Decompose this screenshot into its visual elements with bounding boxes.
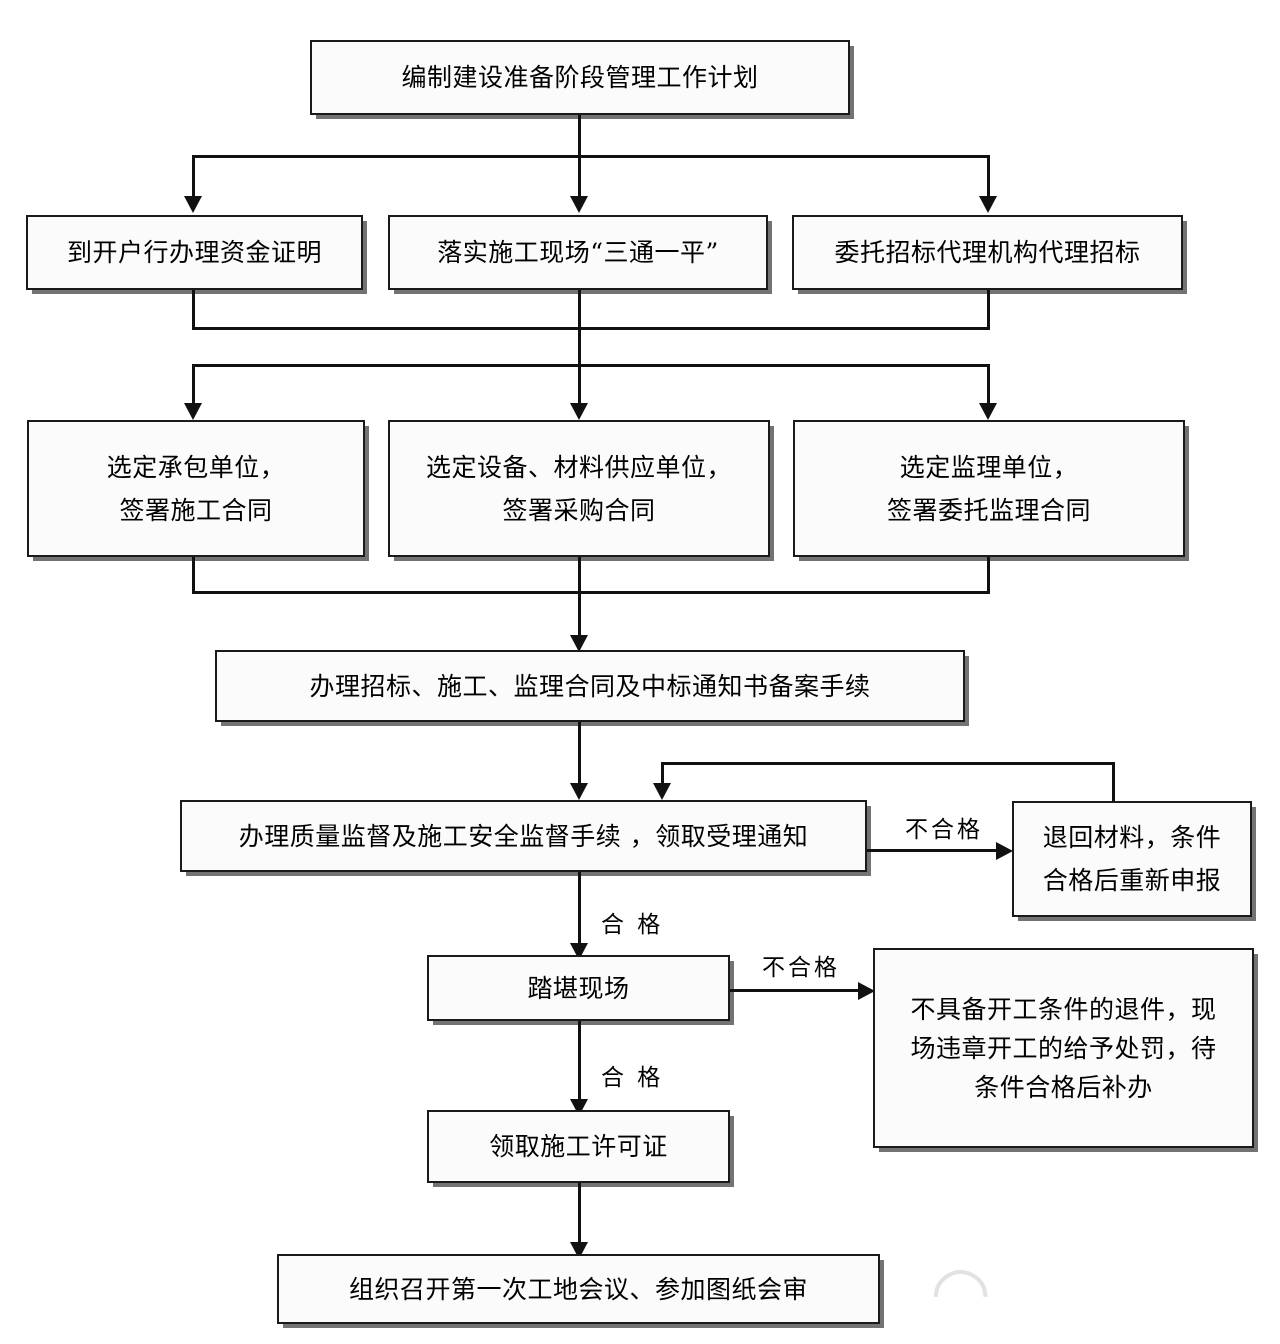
- node-supplier-label-2: 签署采购合同: [502, 495, 656, 525]
- edge-supplier-down: [578, 557, 581, 594]
- edge-contract-filing-down: [578, 722, 581, 784]
- edge-plan-down: [578, 115, 581, 157]
- node-plan-label: 编制建设准备阶段管理工作计划: [401, 63, 759, 92]
- arrow-to-tender-agency: [979, 196, 997, 213]
- edge-return-loop-up: [1112, 762, 1115, 802]
- arrow-to-contractor: [184, 403, 202, 420]
- edge-site-survey-to-permit: [578, 1021, 581, 1100]
- node-fund-certificate: 到开户行办理资金证明: [26, 215, 363, 290]
- edge-fanout3-center: [578, 364, 581, 404]
- node-penalty-label-2: 场违章开工的给予处罚，待: [910, 1033, 1217, 1063]
- node-supplier-label-1: 选定设备、材料供应单位，: [425, 452, 732, 482]
- node-penalty-label-3: 条件合格后补办: [974, 1072, 1153, 1102]
- node-fund-certificate-label: 到开户行办理资金证明: [66, 238, 322, 267]
- node-first-meeting: 组织召开第一次工地会议、参加图纸会审: [277, 1254, 880, 1324]
- edge-merge-to-contract-filing: [578, 591, 581, 636]
- node-quality-safety: 办理质量监督及施工安全监督手续 ，领取受理通知: [180, 800, 867, 872]
- node-plan: 编制建设准备阶段管理工作计划: [310, 40, 850, 115]
- edge-row2-merge-to-fanout: [578, 327, 581, 367]
- node-penalty: 不具备开工条件的退件，现 场违章开工的给予处罚，待 条件合格后补办: [873, 948, 1254, 1148]
- node-contract-filing-label: 办理招标、施工、监理合同及中标通知书备案手续: [309, 671, 871, 701]
- arrow-to-return-material: [996, 842, 1013, 860]
- node-penalty-label-1: 不具备开工条件的退件，现: [910, 994, 1217, 1024]
- node-tender-agency: 委托招标代理机构代理招标: [792, 215, 1183, 290]
- edge-fanout3-left: [192, 364, 195, 404]
- node-return-material: 退回材料，条件 合格后重新申报: [1012, 801, 1252, 917]
- node-site-three-connect: 落实施工现场“三通一平”: [388, 215, 768, 290]
- arrow-to-site-three-connect: [570, 196, 588, 213]
- node-construction-permit-label: 领取施工许可证: [489, 1132, 668, 1161]
- edge-fanout3-right: [987, 364, 990, 404]
- node-tender-agency-label: 委托招标代理机构代理招标: [834, 238, 1141, 267]
- node-site-three-connect-label: 落实施工现场“三通一平”: [437, 238, 719, 267]
- node-contractor-label-2: 签署施工合同: [119, 495, 273, 525]
- edge-contractor-down: [192, 557, 195, 594]
- node-return-material-label-1: 退回材料，条件: [1042, 823, 1222, 852]
- node-quality-safety-label: 办理质量监督及施工安全监督手续 ，领取受理通知: [238, 821, 809, 851]
- edge-fanout-right: [987, 155, 990, 197]
- edge-tender-agency-down: [987, 290, 990, 330]
- node-supervisor-label-1: 选定监理单位，: [899, 452, 1079, 482]
- arrow-to-quality-safety: [570, 783, 588, 800]
- edge-site-survey-to-penalty: [730, 989, 861, 992]
- node-return-material-label-2: 合格后重新申报: [1042, 866, 1222, 895]
- arrow-to-fund-certificate: [184, 196, 202, 213]
- edge-fund-certificate-down: [192, 290, 195, 330]
- edge-fanout-left: [192, 155, 195, 197]
- arrow-to-contract-filing: [570, 635, 588, 652]
- arrow-to-penalty: [858, 982, 875, 1000]
- node-site-survey: 踏堪现场: [427, 955, 730, 1021]
- edge-quality-to-site-survey: [578, 872, 581, 944]
- arrow-to-supervisor: [979, 403, 997, 420]
- edge-label-qualified-1: 合 格: [601, 912, 664, 938]
- node-supplier: 选定设备、材料供应单位， 签署采购合同: [388, 420, 770, 557]
- edge-fanout-center: [578, 155, 581, 197]
- bus-row2-merge: [192, 327, 990, 330]
- node-site-survey-label: 踏堪现场: [527, 973, 630, 1003]
- node-contractor-label-1: 选定承包单位，: [106, 452, 286, 482]
- node-contract-filing: 办理招标、施工、监理合同及中标通知书备案手续: [215, 650, 965, 722]
- arrow-to-supplier: [570, 403, 588, 420]
- node-supervisor: 选定监理单位， 签署委托监理合同: [793, 420, 1185, 557]
- bus-row3-fanout: [192, 364, 990, 367]
- node-contractor: 选定承包单位， 签署施工合同: [27, 420, 365, 557]
- edge-label-qualified-2: 合 格: [601, 1065, 664, 1091]
- bus-row1-fanout: [192, 155, 990, 158]
- bus-row3-merge: [192, 591, 990, 594]
- edge-site-three-connect-down: [578, 290, 581, 330]
- node-first-meeting-label: 组织召开第一次工地会议、参加图纸会审: [348, 1274, 808, 1304]
- edge-return-loop-left: [661, 762, 1115, 765]
- edge-quality-to-return: [867, 849, 999, 852]
- edge-label-unqualified-2: 不合格: [762, 955, 840, 981]
- edge-permit-to-first-meeting: [578, 1183, 581, 1243]
- node-supervisor-label-2: 签署委托监理合同: [886, 495, 1091, 525]
- node-construction-permit: 领取施工许可证: [427, 1110, 730, 1183]
- edge-return-loop-down: [661, 762, 664, 784]
- watermark-mark: ◠: [930, 1250, 992, 1332]
- edge-supervisor-down: [987, 557, 990, 594]
- edge-label-unqualified-1: 不合格: [905, 817, 983, 843]
- arrow-loop-to-quality-safety: [653, 783, 671, 800]
